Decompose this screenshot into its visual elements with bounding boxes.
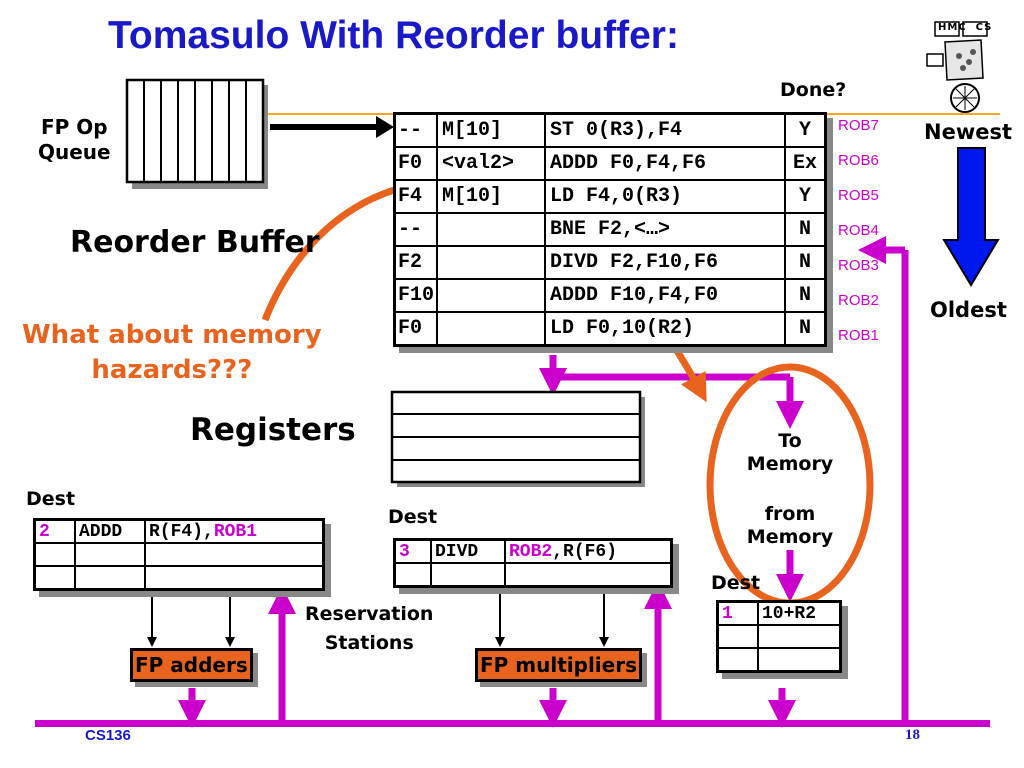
rob-dest: --	[393, 112, 439, 148]
rob-instruction: LD F4,0(R3)	[544, 179, 787, 214]
rob-done: Y	[784, 179, 827, 214]
mem-rs-dest: 1	[716, 600, 759, 626]
hmc-cs-logo	[926, 21, 988, 113]
rob-tag: ROB2	[838, 292, 879, 309]
rob-tag: ROB3	[838, 257, 879, 274]
rob-dest: F0	[393, 311, 439, 347]
oldest-label: Oldest	[930, 298, 1007, 322]
rob-done: Y	[784, 112, 827, 148]
mult-reservation-station: 3 DIVD ROB2,R(F6)	[393, 538, 673, 588]
adder-rs-operand: R(F4),	[149, 521, 214, 542]
rob-value	[436, 245, 547, 280]
rob-entry: F0 LD F0,10(R2)N	[393, 311, 827, 347]
mult-rs-dest: 3	[393, 538, 432, 564]
done-label: Done?	[780, 79, 847, 101]
newest-label: Newest	[924, 120, 1012, 144]
to-memory-label: To Memory	[746, 430, 834, 475]
mem-rs-dest-label: Dest	[711, 572, 761, 594]
register-file	[390, 390, 645, 487]
adder-rs-dest: 2	[33, 518, 76, 544]
rob-dest: F4	[393, 179, 439, 214]
fp-adders-unit: FP adders	[130, 648, 253, 682]
memory-reservation-station: 1 10+R2	[716, 600, 842, 673]
rob-done: N	[784, 311, 827, 347]
mem-rs-value: 10+R2	[757, 600, 842, 626]
footer-course: CS136	[85, 727, 131, 744]
fp-queue-label: FP Op Queue	[38, 115, 111, 164]
rob-instruction: ADDD F0,F4,F6	[544, 146, 787, 181]
rob-instruction: BNE F2,<…>	[544, 212, 787, 247]
rob-tag: ROB5	[838, 187, 879, 204]
reorder-buffer-label: Reorder Buffer	[70, 225, 320, 260]
logo-text: HMC CS	[938, 22, 992, 33]
logo-hmc: HMC	[938, 22, 967, 33]
rob-done: N	[784, 245, 827, 280]
rob-done: Ex	[784, 146, 827, 181]
rob-tag: ROB7	[838, 117, 879, 134]
rob-dest: --	[393, 212, 439, 247]
adder-rs-op: ADDD	[74, 518, 146, 544]
common-data-bus	[35, 720, 990, 727]
rob-done: N	[784, 278, 827, 313]
memory-hazard-question: What about memory hazards???	[22, 320, 322, 385]
rob-tag: ROB6	[838, 152, 879, 169]
rob-value: <val2>	[436, 146, 547, 181]
mult-rs-operand-tag: ROB2	[509, 541, 553, 562]
fp-op-queue	[125, 78, 268, 189]
slide-number: 18	[905, 727, 920, 743]
rob-value	[436, 278, 547, 313]
rob-tag: ROB1	[838, 327, 879, 344]
rob-value	[436, 212, 547, 247]
logo-cs: CS	[975, 22, 993, 33]
reservation-stations-label: Reservation Stations	[305, 603, 434, 654]
rob-value	[436, 311, 547, 347]
adder-reservation-station: 2 ADDD R(F4),ROB1	[33, 518, 325, 591]
mult-rs-dest-label: Dest	[388, 506, 438, 528]
rob-instruction: ST 0(R3),F4	[544, 112, 787, 148]
rob-tag: ROB4	[838, 222, 879, 239]
rob-dest: F0	[393, 146, 439, 181]
adder-rs-dest-label: Dest	[26, 488, 76, 510]
mult-rs-op: DIVD	[430, 538, 506, 564]
rob-value: M[10]	[436, 112, 547, 148]
mult-rs-operand: ,R(F6)	[552, 541, 618, 562]
adder-rs-operand-tag: ROB1	[213, 521, 258, 542]
rob-dest: F2	[393, 245, 439, 280]
rob-output-bus	[549, 355, 790, 381]
rob-instruction: DIVD F2,F10,F6	[544, 245, 787, 280]
rob-entry: -- BNE F2,<…>N	[393, 212, 827, 247]
rob-value: M[10]	[436, 179, 547, 214]
registers-label: Registers	[190, 412, 356, 448]
newest-to-oldest-arrow	[942, 147, 1000, 287]
rob-dest: F10	[393, 278, 439, 313]
rob-instruction: ADDD F10,F4,F0	[544, 278, 787, 313]
fp-multipliers-unit: FP multipliers	[475, 648, 642, 682]
rob-done: N	[784, 212, 827, 247]
rob-instruction: LD F0,10(R2)	[544, 311, 787, 347]
from-memory-label: from Memory	[746, 503, 834, 548]
slide-title: Tomasulo With Reorder buffer:	[108, 14, 679, 57]
